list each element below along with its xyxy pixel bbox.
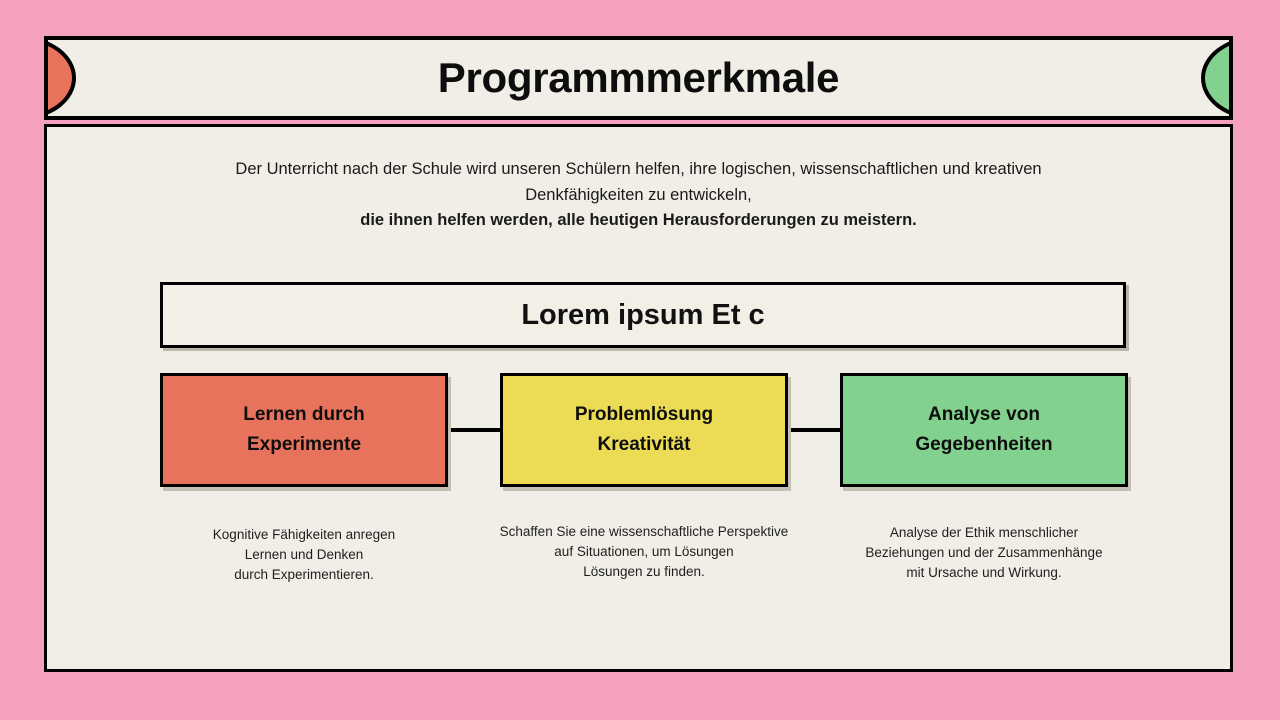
pillar-caption-2-line-2: auf Situationen, um Lösungen <box>554 544 734 559</box>
intro-line-3: die ihnen helfen werden, alle heutigen H… <box>360 211 917 229</box>
pillar-box-1[interactable]: Lernen durch Experimente <box>160 373 448 487</box>
slide-body: Der Unterricht nach der Schule wird unse… <box>44 124 1233 672</box>
pillar-label-1: Lernen durch Experimente <box>243 400 364 460</box>
pillar-label-3: Analyse von Gegebenheiten <box>915 400 1052 460</box>
caption-row: Kognitive Fähigkeiten anregen Lernen und… <box>47 522 1230 602</box>
connector-line-1 <box>446 428 502 432</box>
half-circle-decoration-right <box>1201 40 1229 116</box>
pillar-caption-3: Analyse der Ethik menschlicher Beziehung… <box>834 523 1134 583</box>
pillar-caption-2: Schaffen Sie eine wissenschaftliche Pers… <box>494 522 794 582</box>
pillar-caption-1-line-1: Kognitive Fähigkeiten anregen <box>212 527 396 542</box>
pillar-caption-3-line-1: Analyse der Ethik menschlicher <box>889 525 1079 540</box>
pillar-box-3[interactable]: Analyse von Gegebenheiten <box>840 373 1128 487</box>
page-title: Programmmerkmale <box>437 54 840 101</box>
pillar-caption-3-line-3: mit Ursache und Wirkung. <box>906 565 1062 580</box>
pillar-label-1-line-1: Lernen durch <box>243 404 365 425</box>
pillar-box-2[interactable]: Problemlösung Kreativität <box>500 373 788 487</box>
intro-line-2: Denkfähigkeiten zu entwickeln, <box>525 185 752 204</box>
pillar-label-2-line-1: Problemlösung <box>574 404 714 425</box>
pillar-label-3-line-1: Analyse von <box>928 404 1040 425</box>
pillar-caption-3-line-2: Beziehungen und der Zusammenhänge <box>865 545 1103 560</box>
pillar-caption-1-line-2: Lernen und Denken <box>244 547 364 562</box>
pillar-label-2-line-2: Kreativität <box>597 434 691 455</box>
pillar-label-3-line-2: Gegebenheiten <box>915 434 1053 455</box>
connector-line-2 <box>786 428 842 432</box>
pillar-row: Lernen durch Experimente Problemlösung K… <box>47 373 1230 487</box>
pillar-label-1-line-2: Experimente <box>246 434 362 455</box>
headline-box: Lorem ipsum Et c <box>160 282 1126 348</box>
headline-box-label: Lorem ipsum Et c <box>521 298 765 331</box>
intro-line-1: Der Unterricht nach der Schule wird unse… <box>235 160 1042 178</box>
pillar-caption-2-line-1: Schaffen Sie eine wissenschaftliche Pers… <box>499 524 789 539</box>
pillar-caption-1: Kognitive Fähigkeiten anregen Lernen und… <box>154 525 454 585</box>
slide-header: Programmmerkmale <box>44 36 1233 120</box>
pillar-label-2: Problemlösung Kreativität <box>575 400 713 460</box>
pillar-caption-1-line-3: durch Experimentieren. <box>234 567 374 582</box>
half-circle-decoration-left <box>48 40 76 116</box>
intro-paragraph: Der Unterricht nach der Schule wird unse… <box>47 157 1230 234</box>
pillar-caption-2-line-3: Lösungen zu finden. <box>583 564 705 579</box>
